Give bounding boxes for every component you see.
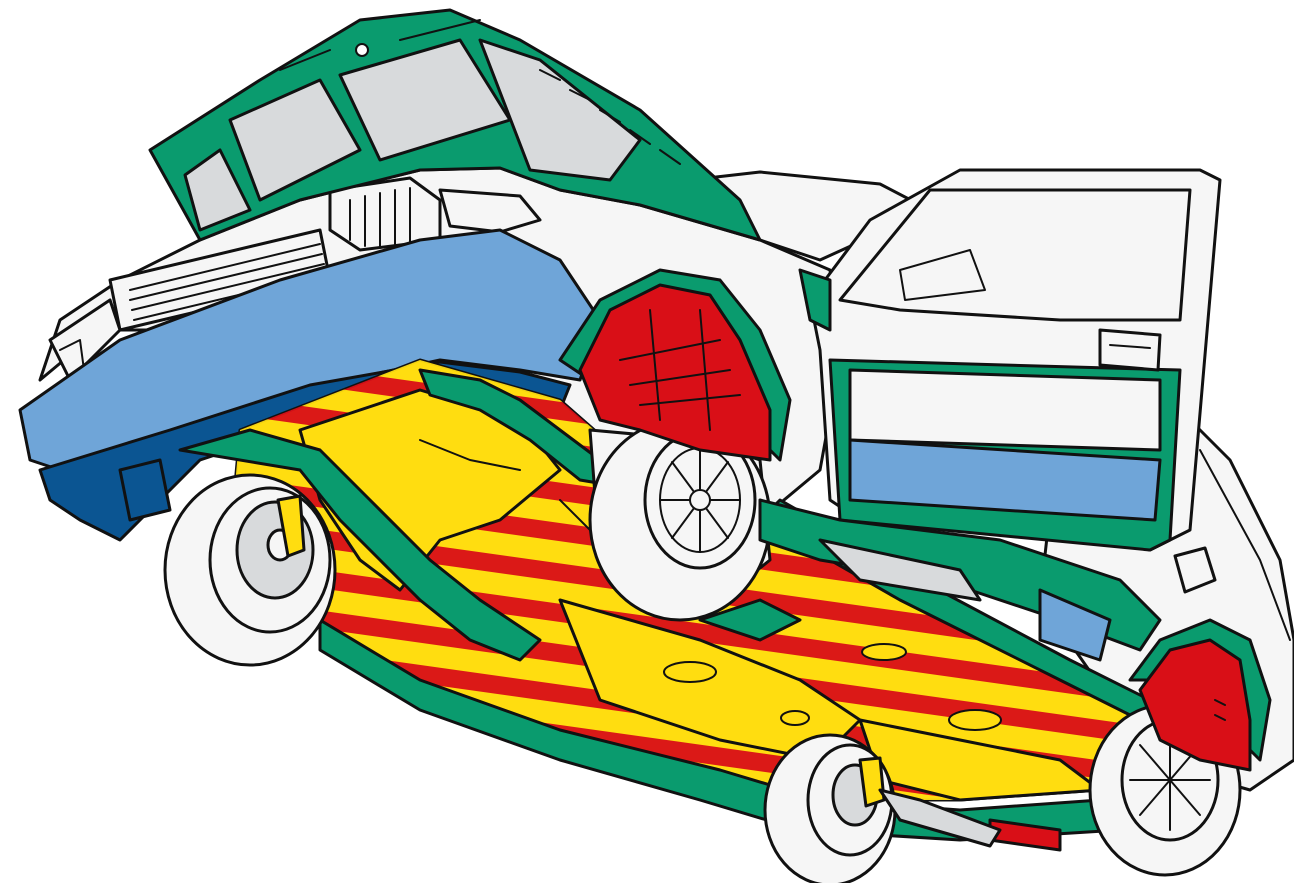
front-left-wheel <box>165 475 335 665</box>
door <box>810 170 1220 550</box>
